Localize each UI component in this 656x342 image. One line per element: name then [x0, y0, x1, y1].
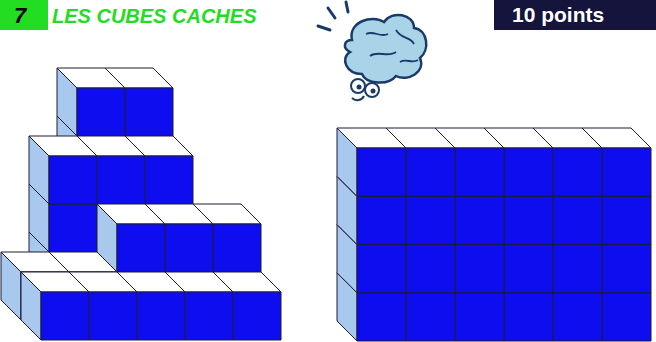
brain-icon — [318, 2, 426, 100]
title-text: LES CUBES CACHES — [52, 5, 256, 28]
points-label: 10 points — [512, 3, 604, 27]
block-cubes — [337, 128, 651, 341]
points-badge — [494, 0, 656, 30]
staircase-cubes — [1, 68, 281, 340]
question-number: 7 — [14, 3, 26, 29]
number-badge — [0, 0, 48, 30]
